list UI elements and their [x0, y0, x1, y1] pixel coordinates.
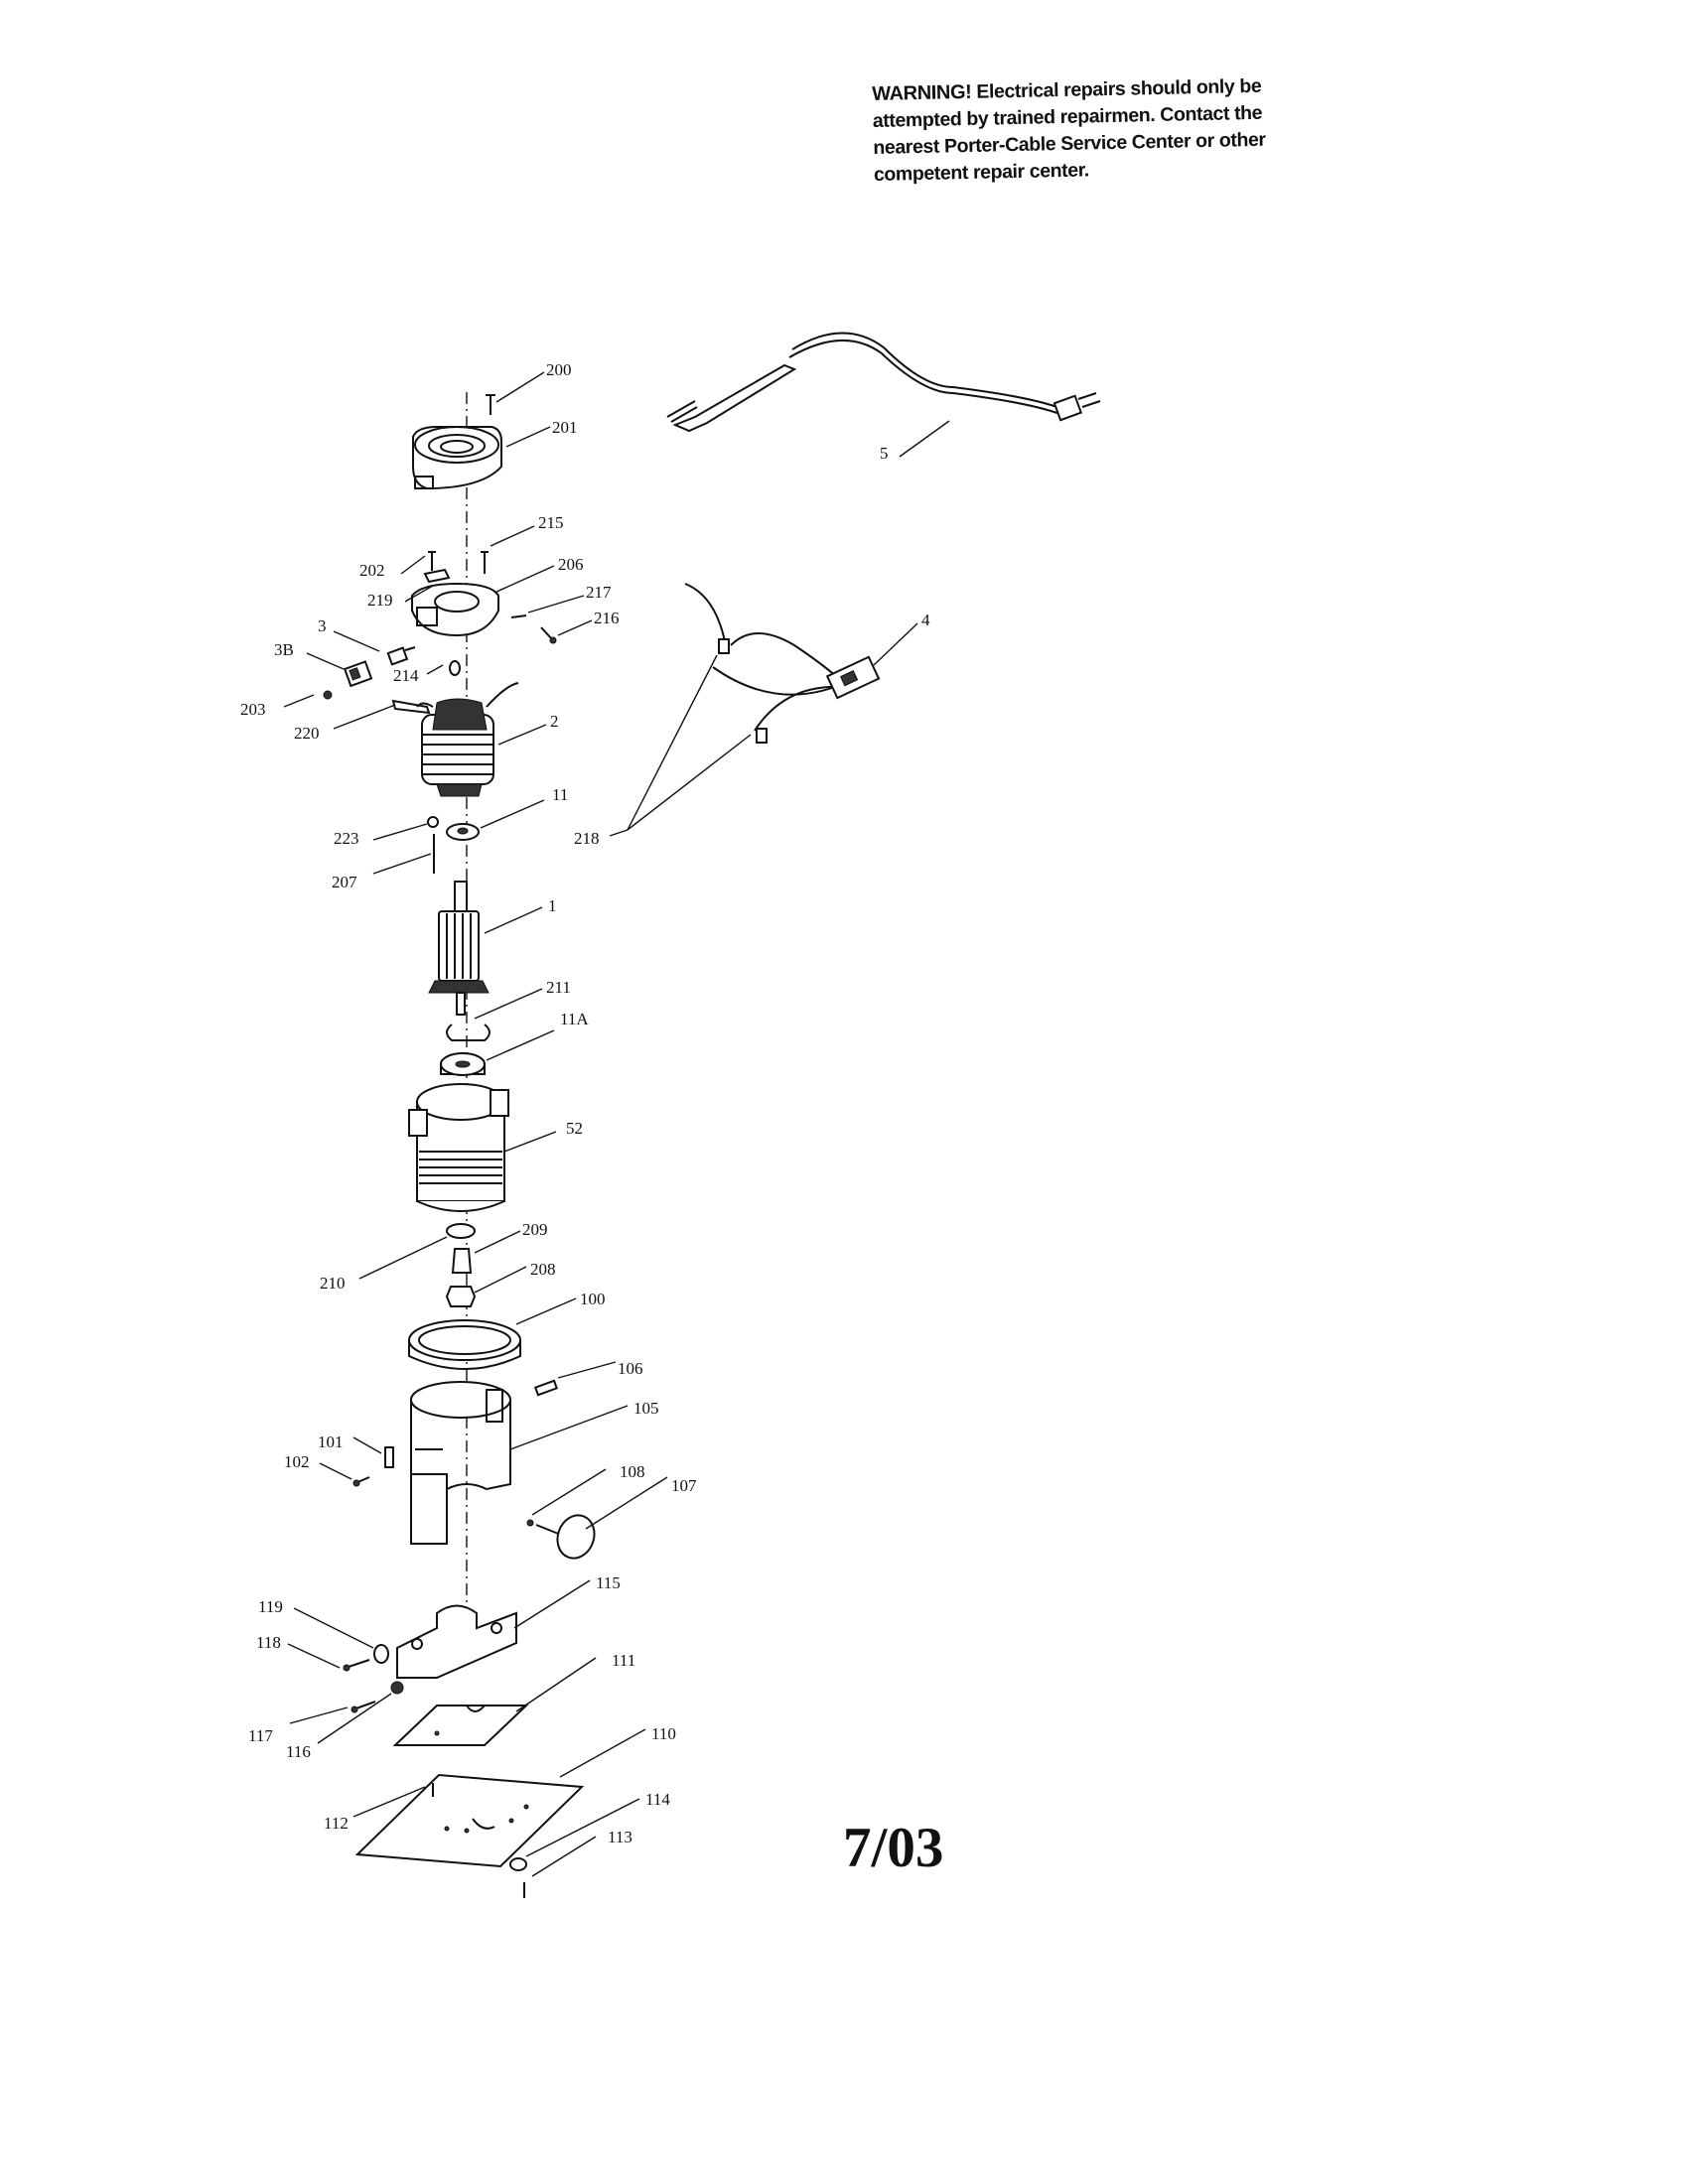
part-117-screw — [351, 1701, 376, 1713]
part-206-brush-holder — [411, 582, 499, 637]
part-105-base — [410, 1381, 511, 1545]
callout-214: 214 — [393, 666, 419, 685]
part-11-bearing — [446, 823, 480, 841]
callout-5: 5 — [880, 444, 889, 463]
callout-3b: 3B — [274, 640, 294, 659]
part-214-bushing — [449, 660, 461, 676]
part-200-screw — [486, 394, 495, 415]
callout-116: 116 — [286, 1742, 311, 1761]
part-210-collet-cone — [446, 1223, 476, 1239]
callout-220: 220 — [294, 724, 320, 743]
date-stamp: 7/03 — [843, 1817, 944, 1879]
callout-217: 217 — [586, 583, 612, 602]
callout-105: 105 — [633, 1399, 659, 1418]
callout-202: 202 — [359, 561, 385, 580]
callout-52: 52 — [566, 1119, 583, 1138]
callout-209: 209 — [522, 1220, 548, 1239]
callout-110: 110 — [651, 1724, 676, 1743]
callout-106: 106 — [618, 1359, 643, 1378]
part-100-adjustment-ring — [408, 1319, 521, 1370]
part-118-screw — [343, 1659, 370, 1672]
part-201-end-cap — [412, 426, 502, 490]
callout-218: 218 — [574, 829, 600, 848]
callout-2: 2 — [550, 712, 559, 731]
callout-208: 208 — [530, 1260, 556, 1279]
callout-112: 112 — [324, 1814, 349, 1833]
part-119-washer — [373, 1644, 389, 1664]
callout-3: 3 — [318, 616, 327, 635]
callout-118: 118 — [256, 1633, 281, 1652]
part-110-sub-base — [354, 1773, 585, 1868]
part-3-brush — [386, 646, 416, 666]
callout-101: 101 — [318, 1433, 344, 1451]
part-215-screw — [481, 551, 489, 574]
part-223-washer — [427, 816, 439, 828]
callout-216: 216 — [594, 609, 620, 627]
callout-210: 210 — [320, 1274, 346, 1293]
part-52-motor-housing — [408, 1083, 509, 1212]
part-2-field — [416, 682, 519, 797]
part-111-plate — [392, 1705, 529, 1746]
part-203-spring — [323, 690, 333, 700]
part-3b-brush-cap — [343, 660, 373, 688]
callout-11a: 11A — [560, 1010, 589, 1028]
callout-117: 117 — [248, 1726, 273, 1745]
part-107-knob — [535, 1514, 596, 1560]
part-106-pin — [533, 1379, 559, 1397]
part-114-washer — [509, 1857, 527, 1871]
callout-201: 201 — [552, 418, 578, 437]
part-209-collet — [451, 1248, 473, 1274]
leader-lines — [283, 371, 950, 1877]
part-11a-bearing — [440, 1052, 486, 1076]
part-208-nut — [445, 1286, 477, 1307]
callout-203: 203 — [240, 700, 266, 719]
callout-115: 115 — [596, 1573, 621, 1592]
callout-219: 219 — [367, 591, 393, 610]
part-5-power-cord — [666, 332, 1101, 433]
callout-4: 4 — [921, 611, 930, 629]
part-211-ring — [446, 1024, 491, 1041]
part-220-sleeve — [391, 699, 431, 715]
callout-211: 211 — [546, 978, 571, 997]
callout-215: 215 — [538, 513, 564, 532]
part-108-washer — [526, 1519, 534, 1527]
part-4-switch — [684, 583, 881, 744]
part-202-screw — [428, 551, 436, 571]
callout-114: 114 — [645, 1790, 670, 1809]
callout-1: 1 — [548, 896, 557, 915]
callout-labels: 200 201 215 202 206 219 217 3 216 3B 214… — [240, 360, 930, 1846]
part-102-screw — [352, 1476, 370, 1487]
callout-113: 113 — [608, 1828, 632, 1846]
callout-108: 108 — [620, 1462, 645, 1481]
part-219-clip — [423, 568, 451, 584]
callout-11: 11 — [552, 785, 568, 804]
callout-102: 102 — [284, 1452, 310, 1471]
part-1-armature — [428, 881, 490, 1016]
callout-111: 111 — [612, 1651, 635, 1670]
callout-107: 107 — [671, 1476, 697, 1495]
callout-206: 206 — [558, 555, 584, 574]
callout-207: 207 — [332, 873, 357, 891]
part-116-nut — [390, 1681, 404, 1695]
part-217-spring — [510, 614, 527, 618]
part-115-bracket — [396, 1604, 517, 1679]
part-216-screw — [540, 626, 557, 644]
callout-119: 119 — [258, 1597, 283, 1616]
callout-100: 100 — [580, 1290, 606, 1308]
callout-200: 200 — [546, 360, 572, 379]
part-101-plate — [384, 1446, 394, 1468]
callout-223: 223 — [334, 829, 359, 848]
